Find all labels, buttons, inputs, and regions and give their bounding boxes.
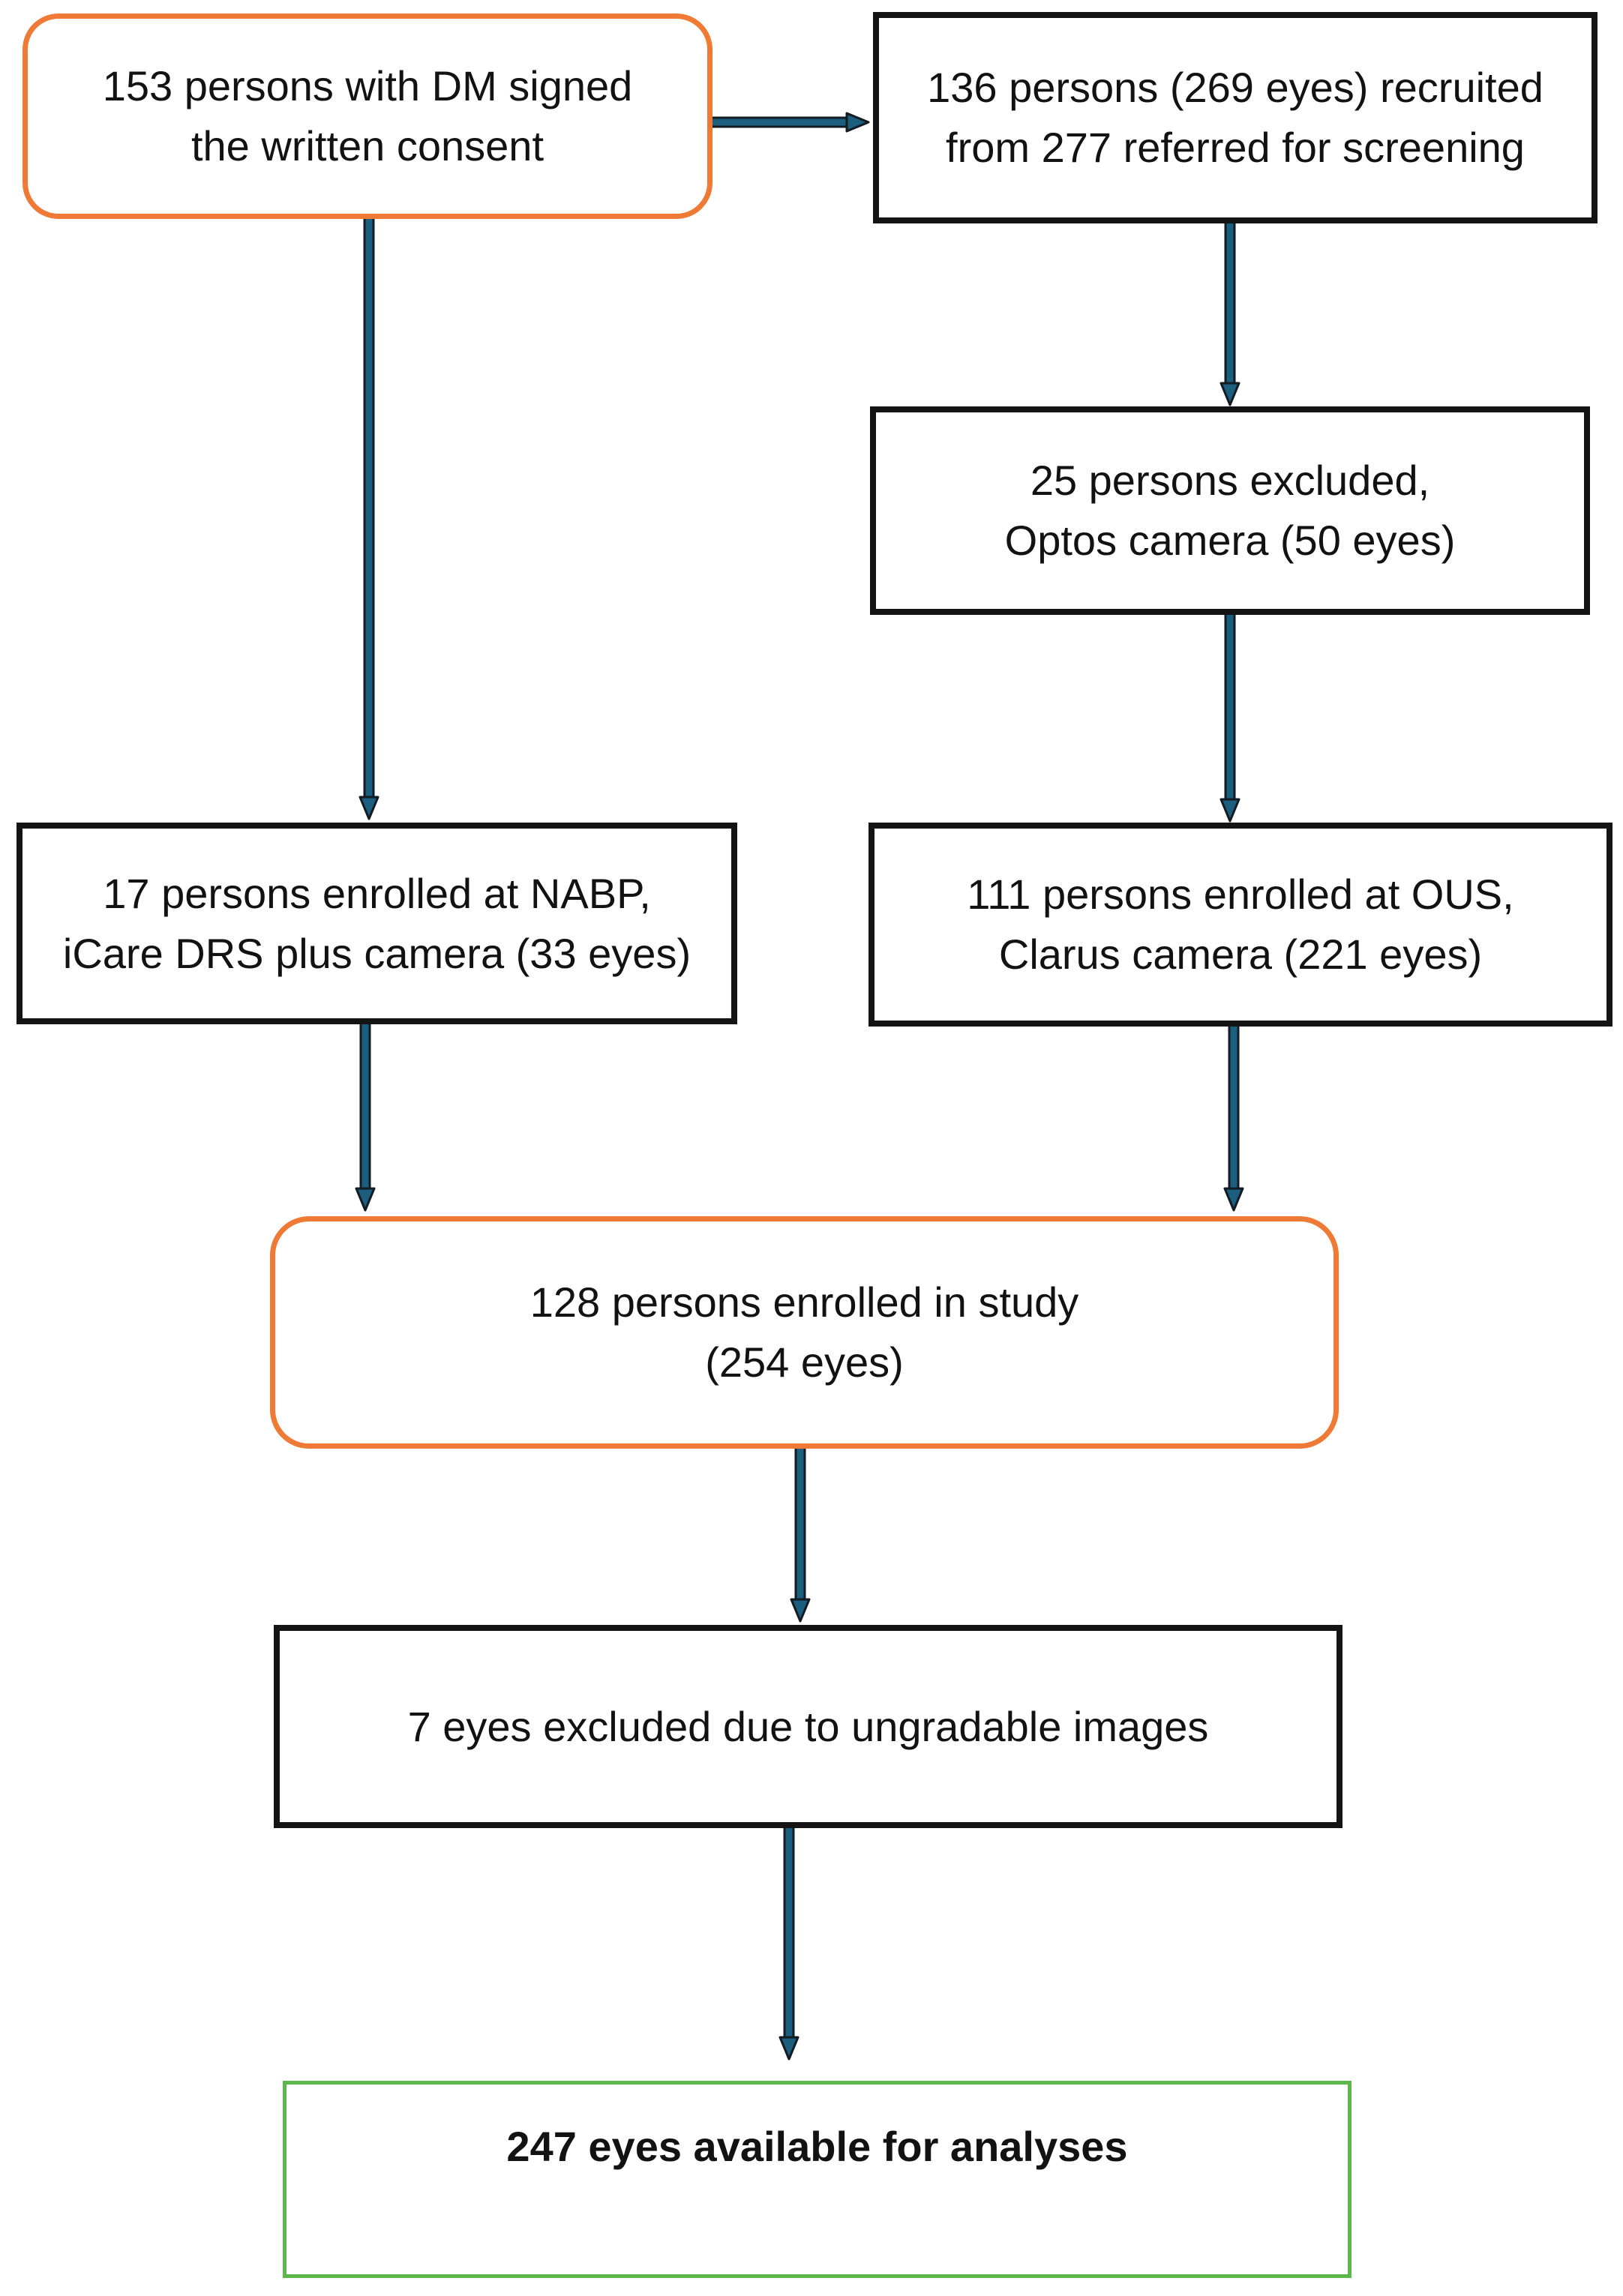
node-excluded-optos: 25 persons excluded, Optos camera (50 ey…: [870, 406, 1590, 615]
node-ous: 111 persons enrolled at OUS, Clarus came…: [868, 823, 1612, 1027]
node-recruited-line2: from 277 referred for screening: [946, 124, 1525, 171]
node-final-line1: 247 eyes available for analyses: [506, 2123, 1128, 2170]
node-nabp-line1: 17 persons enrolled at NABP,: [103, 869, 651, 917]
node-ous-line2: Clarus camera (221 eyes): [998, 931, 1483, 978]
node-excluded-optos-line2: Optos camera (50 eyes): [1004, 517, 1456, 564]
node-ungradable: 7 eyes excluded due to ungradable images: [274, 1625, 1342, 1828]
node-consent: 153 persons with DM signed the written c…: [22, 13, 712, 219]
node-enrolled-line2: (254 eyes): [705, 1338, 904, 1386]
node-nabp-line2: iCare DRS plus camera (33 eyes): [62, 929, 692, 977]
node-recruited-line1: 136 persons (269 eyes) recruited: [927, 64, 1544, 111]
node-nabp: 17 persons enrolled at NABP, iCare DRS p…: [16, 823, 737, 1024]
node-enrolled: 128 persons enrolled in study (254 eyes): [270, 1216, 1339, 1449]
node-ungradable-line1: 7 eyes excluded due to ungradable images: [407, 1702, 1209, 1750]
node-excluded-optos-line1: 25 persons excluded,: [1030, 457, 1430, 504]
node-ous-line1: 111 persons enrolled at OUS,: [967, 871, 1514, 918]
node-consent-line1: 153 persons with DM signed: [102, 62, 633, 109]
node-recruited: 136 persons (269 eyes) recruited from 27…: [873, 12, 1598, 223]
node-consent-line2: the written consent: [190, 122, 544, 169]
node-final: 247 eyes available for analyses: [283, 2081, 1352, 2278]
node-enrolled-line1: 128 persons enrolled in study: [530, 1278, 1079, 1326]
